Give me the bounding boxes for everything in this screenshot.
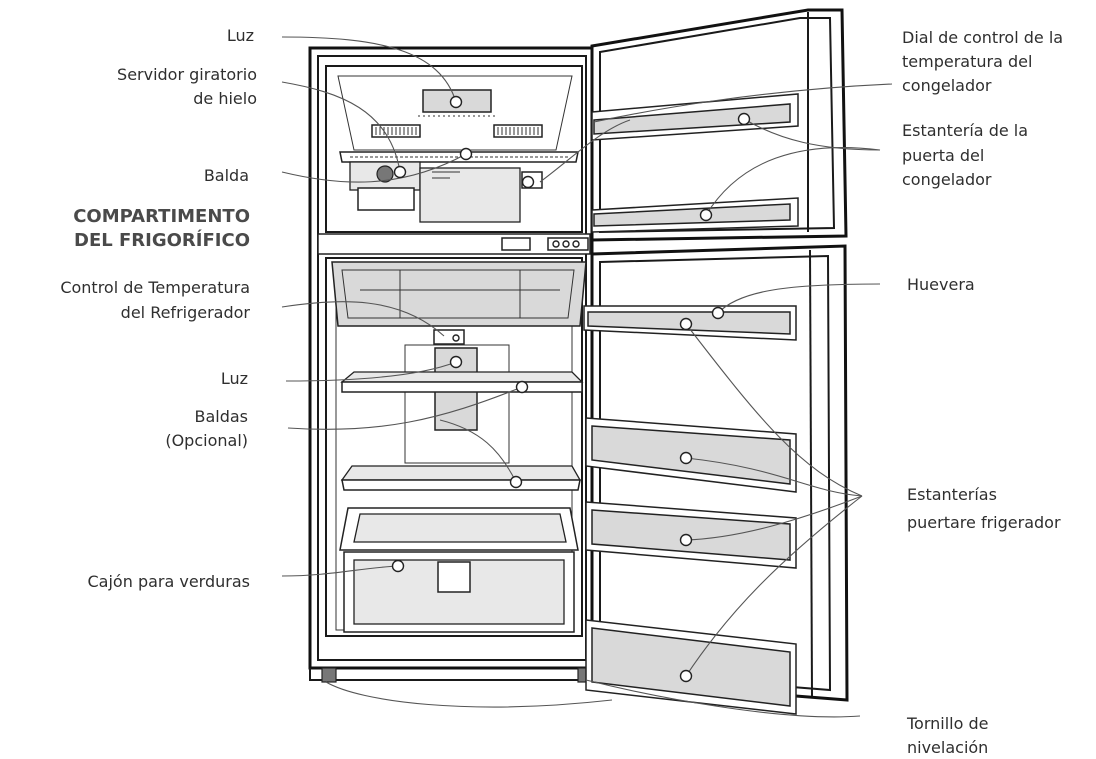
fridge-door bbox=[583, 244, 849, 715]
label-balda: Balda bbox=[203, 166, 249, 185]
label-baldas-line2: (Opcional) bbox=[165, 431, 248, 450]
vents bbox=[371, 124, 543, 138]
heading-line2: DEL FRIGORÍFICO bbox=[74, 230, 250, 251]
leader-lines bbox=[281, 36, 893, 718]
label-dial-line3: congelador bbox=[902, 76, 992, 95]
label-estref-line1: Estanterías bbox=[907, 485, 997, 504]
label-dial-line2: temperatura del bbox=[902, 52, 1033, 71]
label-control-line1: Control de Temperatura bbox=[60, 278, 250, 297]
vegetable-drawer bbox=[339, 507, 579, 633]
freezer-door bbox=[590, 8, 848, 242]
label-servidor-line1: Servidor giratorio bbox=[117, 65, 257, 84]
top-compartment bbox=[331, 261, 587, 327]
fridge-control bbox=[433, 329, 465, 345]
label-baldas-line1: Baldas bbox=[194, 407, 248, 426]
label-luz-top: Luz bbox=[226, 26, 254, 45]
label-control-line2: del Refrigerador bbox=[120, 303, 250, 322]
freezer-shelf bbox=[339, 151, 579, 223]
label-servidor-line2: de hielo bbox=[193, 89, 257, 108]
label-cajon: Cajón para verduras bbox=[87, 572, 251, 591]
label-luz-mid: Luz bbox=[220, 369, 248, 388]
glass-shelves bbox=[340, 371, 584, 491]
label-dial-line1: Dial de control de la bbox=[902, 28, 1064, 47]
label-huevera: Huevera bbox=[907, 275, 975, 294]
label-estcong-line1: Estantería de la bbox=[902, 121, 1029, 140]
label-estcong-line2: puerta del bbox=[902, 146, 985, 165]
label-estref-line2: puertare frigerador bbox=[907, 513, 1061, 532]
heading-line1: COMPARTIMENTO bbox=[73, 206, 250, 227]
label-estcong-line3: congelador bbox=[902, 170, 992, 189]
label-tornillo-line1: Tornillo de bbox=[907, 714, 989, 733]
callout-markers bbox=[391, 95, 751, 683]
label-tornillo-line2: nivelación bbox=[907, 738, 989, 757]
